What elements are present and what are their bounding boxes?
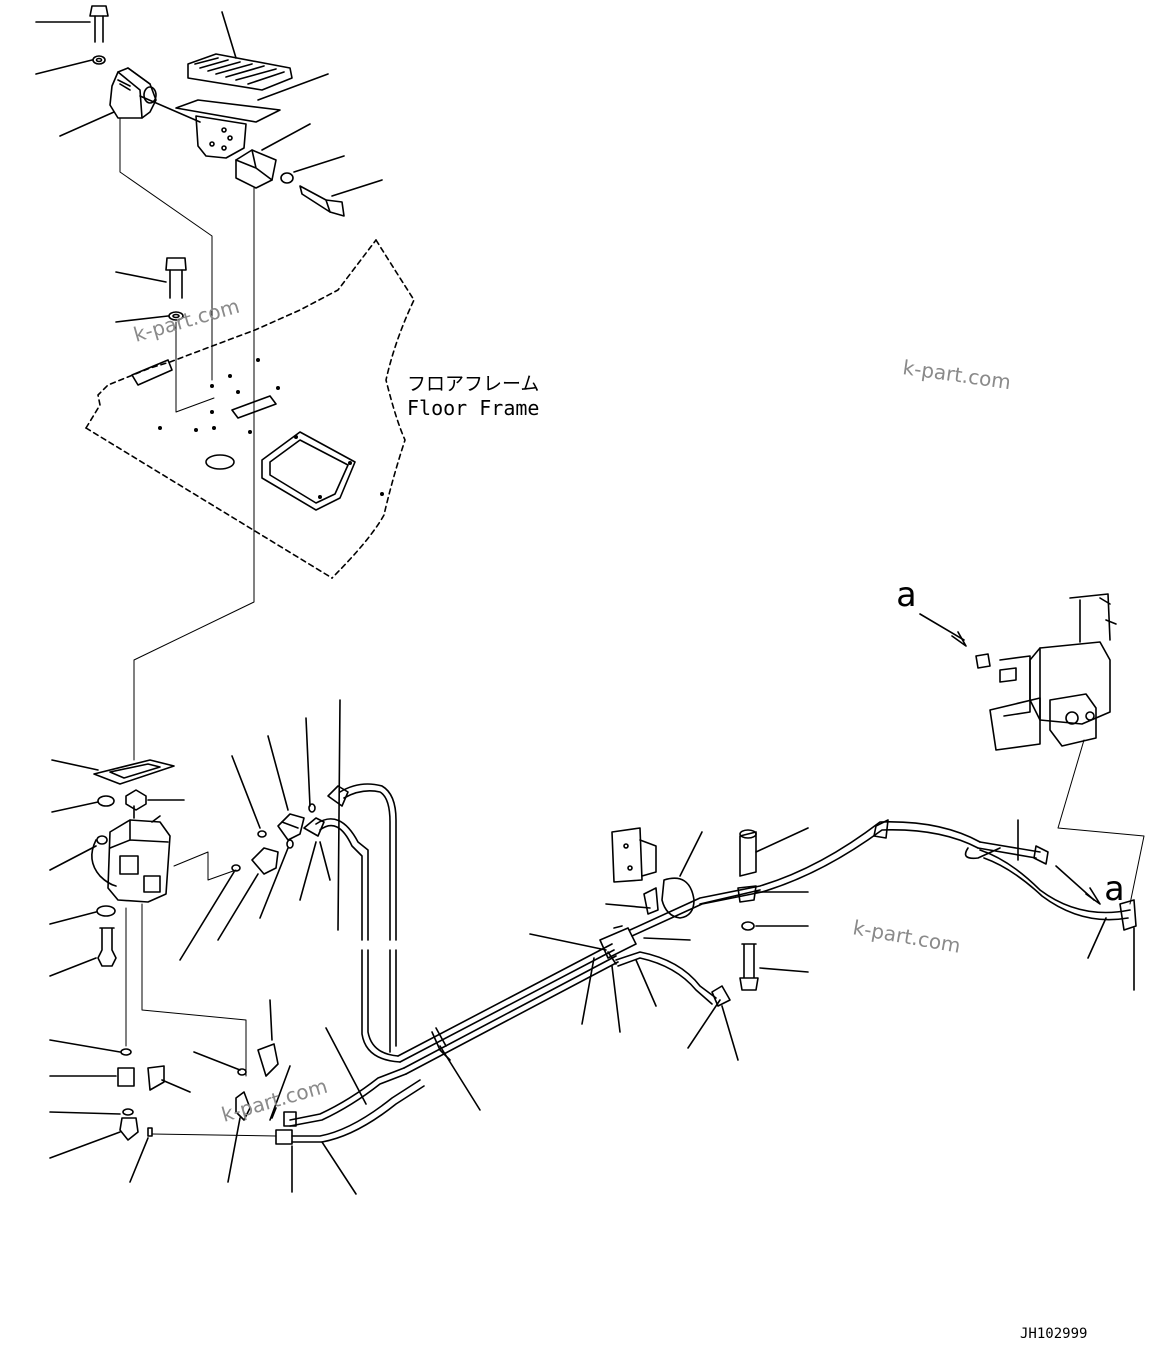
arrow-letter-a-bottom: a <box>1104 869 1124 909</box>
drawing-number: JH102999 <box>1020 1326 1087 1342</box>
watermark-3: k-part.com <box>851 915 962 958</box>
floor-frame-label-en: Floor Frame <box>407 396 539 420</box>
watermark-4: k-part.com <box>219 1074 330 1127</box>
floor-bolt <box>115 257 215 413</box>
valve-assembly <box>49 759 277 1183</box>
hose-bundle <box>275 783 1137 1195</box>
watermark-1: k-part.com <box>131 294 242 347</box>
floor-frame <box>85 239 415 579</box>
floor-frame-label-jp: フロアフレーム <box>407 373 539 395</box>
arrow-letter-a-top: a <box>896 575 916 615</box>
pedal-assembly <box>35 5 383 761</box>
connectors <box>179 699 349 1193</box>
watermark-2: k-part.com <box>901 355 1012 394</box>
right-valve <box>919 593 1145 905</box>
